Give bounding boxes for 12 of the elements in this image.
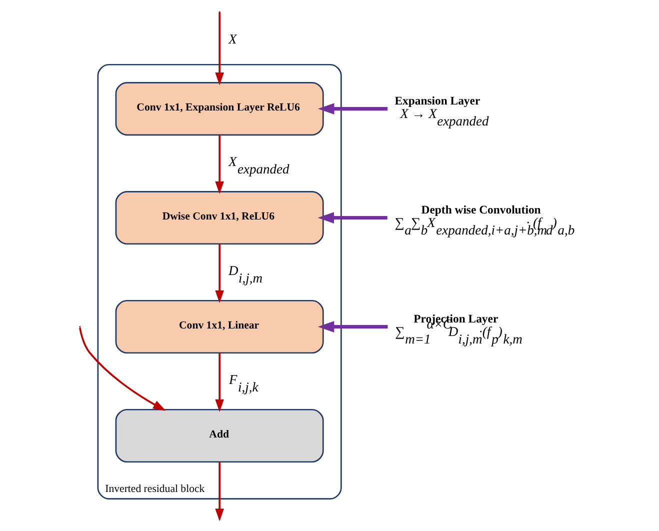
arrow	[215, 135, 224, 194]
arrow	[318, 321, 388, 332]
node-box: Dwise Conv 1x1, ReLU6	[115, 190, 324, 245]
edge-label: X	[228, 31, 237, 46]
node-box: Conv 1x1, Expansion Layer ReLU6	[115, 82, 324, 136]
arrow	[79, 328, 166, 411]
node-box: Add	[115, 408, 324, 463]
arrow	[318, 103, 388, 114]
arrow	[215, 353, 224, 412]
node-box: Conv 1x1, Linear	[115, 300, 324, 354]
arrow	[318, 212, 388, 224]
arrow	[215, 244, 224, 303]
